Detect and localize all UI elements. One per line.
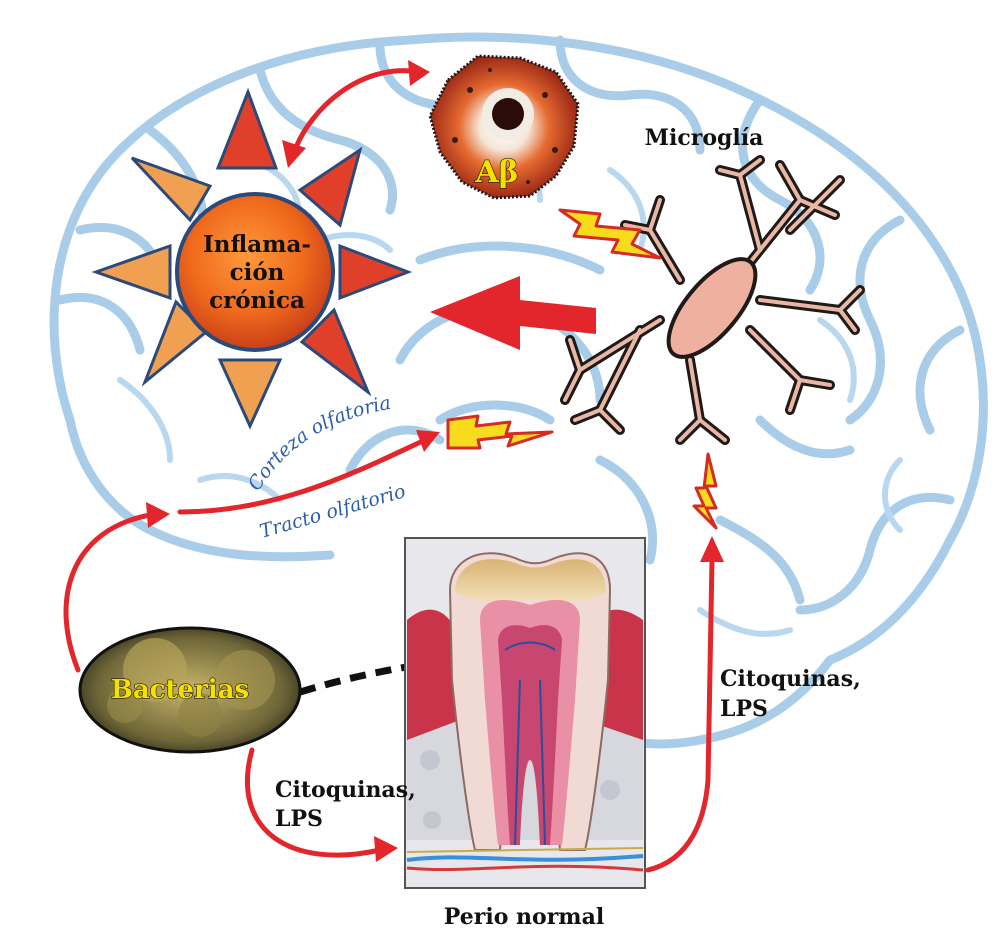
tooth-to-microglia-arrowhead (700, 536, 724, 562)
inflammation-label-line3: crónica (209, 287, 305, 314)
bacteria-label: Bacterias (111, 675, 249, 705)
inflammation-label-line1: Inflama- (203, 231, 311, 258)
lightning-icon-vertical (694, 454, 716, 528)
bacteria-to-brain-arrowhead (146, 502, 170, 528)
olfactory-tract-label: Tracto olfatorio (257, 480, 408, 543)
inflammation-label-line2: ción (230, 259, 285, 286)
cytokines-left-line2: LPS (275, 806, 323, 832)
microglia-label: Microglía (645, 125, 764, 151)
lightning-icon-olfactory (448, 416, 552, 448)
cytokines-right-line1: Citoquinas, (720, 666, 861, 692)
cytokines-left-line1: Citoquinas, (275, 777, 416, 803)
bacteria-to-tooth-arrowhead (374, 836, 398, 862)
amyloid-label: Aβ (474, 155, 518, 190)
tooth-to-microglia-arrow (648, 560, 712, 870)
perio-caption: Perio normal (444, 904, 604, 930)
tooth-cross-section-icon (405, 538, 645, 888)
cytokines-right-line2: LPS (720, 696, 768, 722)
